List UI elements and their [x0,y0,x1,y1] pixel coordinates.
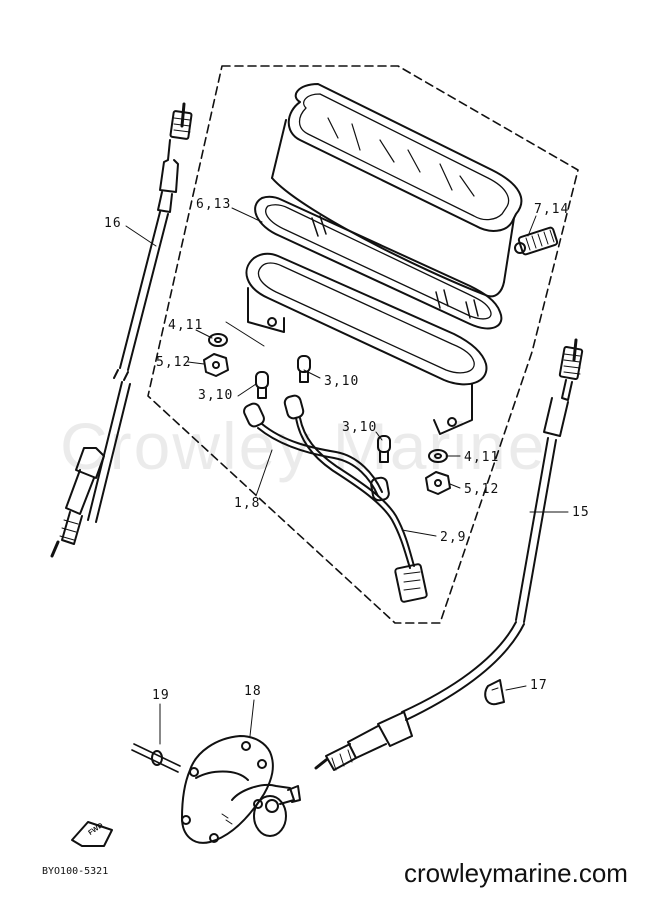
washer-nut-left [203,333,229,377]
speedometer-cable-left [50,102,193,558]
tachometer-cable-right [314,338,584,771]
callout-16: 16 [104,216,122,231]
wire-harness [243,394,428,603]
callout-3-10-b: 3,10 [324,374,360,389]
meter-bracket [245,252,488,435]
watermark-text: Crowley Marine [60,409,547,483]
callout-4-11-right: 4,11 [464,450,500,465]
bulb-2 [297,355,311,383]
drawing-code: BYO100-5321 [42,866,109,877]
bulb-1 [255,371,269,399]
callout-5-12-right: 5,12 [464,482,500,497]
assembly-boundary [147,65,579,624]
callout-3-10-c: 3,10 [342,420,378,435]
gasket [254,195,503,330]
meter-housing [271,83,523,298]
leader-lines [125,207,569,745]
callout-19: 19 [152,688,170,703]
forward-arrow-icon [71,821,113,847]
drive-pin [131,743,181,773]
callout-1-8: 1,8 [234,496,261,511]
callout-18: 18 [244,684,262,699]
callout-3-10-a: 3,10 [198,388,234,403]
callout-5-12-left: 5,12 [156,355,192,370]
callout-15: 15 [572,505,590,520]
callout-2-9: 2,9 [440,530,467,545]
callout-4-11-left: 4,11 [168,318,204,333]
callout-6-13: 6,13 [196,197,232,212]
trip-knob [514,226,559,256]
cable-clip [484,679,505,706]
bulb-3 [377,435,391,463]
callout-7-14: 7,14 [534,202,570,217]
website-footer: crowleymarine.com [404,858,628,888]
drive-gear-unit [181,735,301,844]
callout-17: 17 [530,678,548,693]
